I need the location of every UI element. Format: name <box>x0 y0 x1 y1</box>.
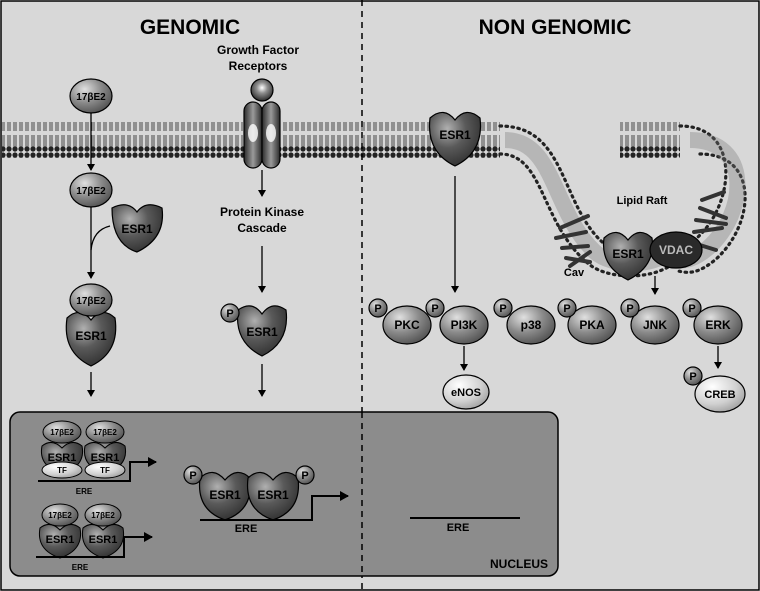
ere-label-2: ERE <box>72 563 89 572</box>
nuclear-complex-1: 17βE2 ESR1 <box>38 503 82 559</box>
svg-text:P: P <box>563 303 570 315</box>
svg-text:17βE2: 17βE2 <box>50 428 74 437</box>
lipid-raft-label: Lipid Raft <box>617 195 668 207</box>
cell-membrane-segment <box>620 122 680 158</box>
svg-text:ESR1: ESR1 <box>91 452 120 464</box>
kinase-erk: ERK P <box>682 298 743 345</box>
svg-text:PI3K: PI3K <box>451 318 478 332</box>
genomic-header: GENOMIC <box>140 16 240 39</box>
svg-text:P: P <box>499 303 506 315</box>
pk-cascade-label-2: Cascade <box>237 221 287 235</box>
svg-text:17βE2: 17βE2 <box>48 511 72 520</box>
pk-cascade-label-1: Protein Kinase <box>220 205 304 219</box>
phospho-esr1-dimer: ESR1 ESR1 P P <box>183 465 315 521</box>
svg-text:TF: TF <box>57 466 67 475</box>
svg-text:TF: TF <box>100 466 110 475</box>
kinase-p38: p38 P <box>493 298 556 345</box>
svg-text:P: P <box>301 470 308 482</box>
ere-label-1: ERE <box>76 487 93 496</box>
esr1-raft: ESR1 <box>602 231 654 281</box>
nucleus-label: NUCLEUS <box>490 557 548 571</box>
svg-text:Receptors: Receptors <box>229 59 288 73</box>
esr1-membrane: ESR1 <box>428 111 482 167</box>
dna-ere-3 <box>200 491 349 521</box>
svg-text:17βE2: 17βE2 <box>76 186 106 197</box>
svg-text:17βE2: 17βE2 <box>76 92 106 103</box>
svg-text:P: P <box>626 303 633 315</box>
svg-text:17βE2: 17βE2 <box>91 511 115 520</box>
svg-text:ESR1: ESR1 <box>209 488 241 502</box>
svg-text:ERK: ERK <box>705 318 731 332</box>
nuclear-complex-tf-2: 17βE2 ESR1 TF <box>83 420 127 479</box>
kinase-jnk: JNK P <box>620 298 680 345</box>
svg-text:ESR1: ESR1 <box>48 452 77 464</box>
svg-text:17βE2: 17βE2 <box>93 428 117 437</box>
svg-text:P: P <box>689 371 696 383</box>
kinase-pi3k: PI3K P <box>425 298 489 345</box>
svg-text:17βE2: 17βE2 <box>76 296 106 307</box>
nuclear-complex-2: 17βE2 ESR1 <box>81 503 125 559</box>
svg-text:CREB: CREB <box>704 389 735 401</box>
nuclear-complex-tf-1: 17βE2 ESR1 TF <box>40 420 84 479</box>
kinase-pka: PKA P <box>557 298 617 345</box>
dna-ere-1 <box>38 457 157 482</box>
e2-esr1-complex: ESR1 17βE2 <box>65 283 117 367</box>
svg-text:P: P <box>431 303 438 315</box>
non-genomic-header: NON GENOMIC <box>479 16 632 39</box>
svg-text:PKA: PKA <box>579 318 605 332</box>
svg-text:P: P <box>688 303 695 315</box>
svg-text:ESR1: ESR1 <box>439 128 471 142</box>
estradiol-cytoplasm: 17βE2 <box>69 172 113 208</box>
svg-text:VDAC: VDAC <box>659 243 693 257</box>
svg-text:ESR1: ESR1 <box>257 488 289 502</box>
caveolin-strands <box>554 190 728 268</box>
phospho-esr1-cytoplasm: ESR1 P <box>220 303 288 357</box>
svg-text:ESR1: ESR1 <box>612 247 644 261</box>
svg-text:ESR1: ESR1 <box>121 222 153 236</box>
dna-ere-2 <box>36 532 153 558</box>
svg-text:P: P <box>189 470 196 482</box>
cav-label: Cav <box>564 267 585 279</box>
esr1-free: ESR1 <box>111 204 164 253</box>
svg-text:p38: p38 <box>521 318 542 332</box>
svg-text:P: P <box>374 303 381 315</box>
svg-text:JNK: JNK <box>643 318 667 332</box>
growth-factor-receptor: Growth Factor Receptors <box>217 43 299 169</box>
arrow-merge <box>90 225 111 251</box>
svg-text:ESR1: ESR1 <box>89 534 118 546</box>
svg-text:ESR1: ESR1 <box>246 325 278 339</box>
kinase-pkc: PKC P <box>368 298 432 345</box>
estradiol-outside: 17βE2 <box>69 78 113 114</box>
svg-text:ESR1: ESR1 <box>46 534 75 546</box>
enos: eNOS <box>442 374 490 410</box>
ere-label-3: ERE <box>235 523 258 535</box>
svg-text:eNOS: eNOS <box>451 387 481 399</box>
ere-label-4: ERE <box>447 522 470 534</box>
svg-text:P: P <box>226 308 233 320</box>
svg-text:ESR1: ESR1 <box>75 329 107 343</box>
vdac-channel: VDAC <box>649 231 703 269</box>
svg-text:Growth Factor: Growth Factor <box>217 43 299 57</box>
svg-text:PKC: PKC <box>394 318 420 332</box>
creb: CREB P <box>683 366 746 413</box>
